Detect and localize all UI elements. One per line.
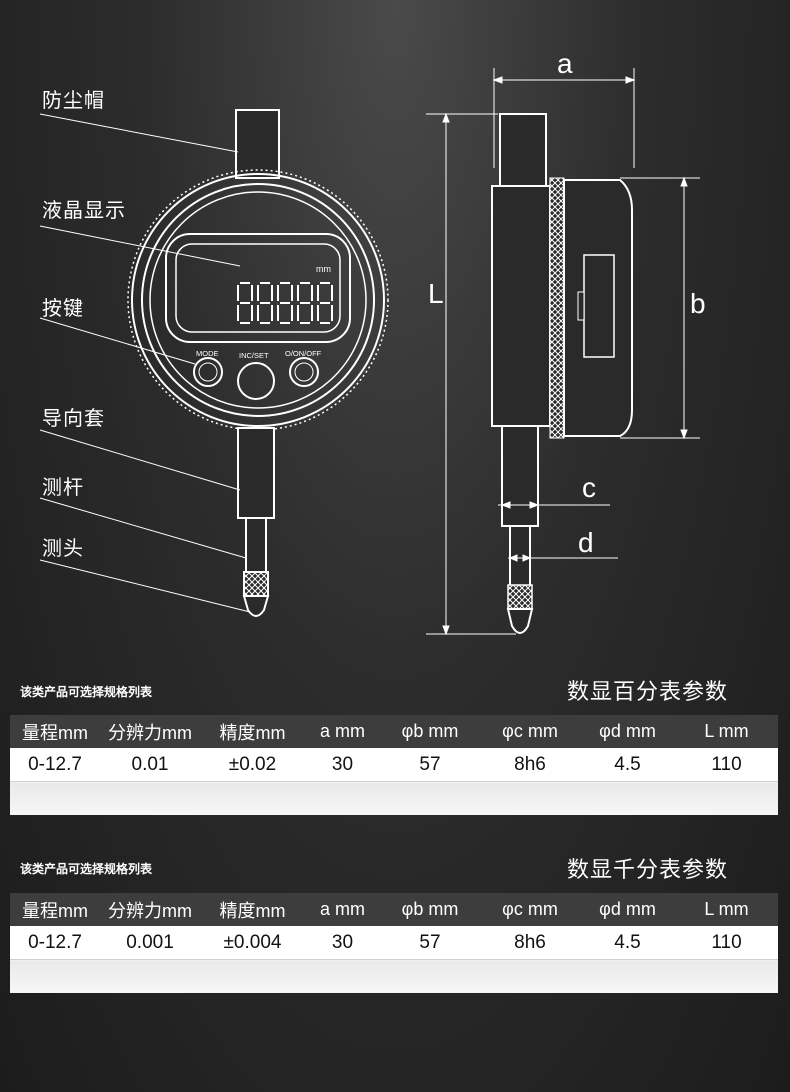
knurled-bezel: [127, 169, 389, 431]
inc-set-button-label: INC/SET: [239, 351, 269, 360]
contact-point-label: 测头: [42, 536, 84, 560]
header-range: 量程mm: [10, 893, 100, 926]
contact-point-knurl: [243, 571, 269, 597]
cell-resolution: 0.001: [100, 926, 200, 960]
spec-title-2: 数显千分表参数: [566, 858, 728, 883]
side-view: [491, 113, 633, 634]
table-row: 0-12.7 0.01 ±0.02 30 57 8h6 4.5 110: [10, 748, 778, 782]
front-view: [127, 109, 389, 617]
header-L: L mm: [675, 893, 778, 926]
empty-cell: [10, 959, 778, 993]
header-c: φc mm: [480, 715, 580, 748]
side-guide-sleeve: [501, 425, 539, 527]
on-off-button-shape: [289, 357, 319, 387]
cell-accuracy: ±0.004: [200, 926, 305, 960]
table-empty-row: [10, 781, 778, 815]
side-body: [491, 185, 551, 427]
dimension-d-label: d: [578, 527, 594, 558]
header-a: a mm: [305, 715, 380, 748]
cell-b: 57: [380, 748, 480, 782]
cell-range: 0-12.7: [10, 748, 100, 782]
cell-b: 57: [380, 926, 480, 960]
spec-title-1: 数显百分表参数: [566, 680, 728, 705]
lcd-unit: mm: [316, 264, 331, 274]
spec-table-2: 量程mm 分辨力mm 精度mm a mm φb mm φc mm φd mm L…: [10, 893, 778, 993]
header-d: φd mm: [580, 893, 675, 926]
mode-button-shape: [193, 357, 223, 387]
cell-accuracy: ±0.02: [200, 748, 305, 782]
guide-sleeve-shape: [237, 427, 275, 519]
cell-a: 30: [305, 748, 380, 782]
mode-button-label: MODE: [196, 349, 219, 358]
side-dust-cap: [499, 113, 547, 187]
cell-resolution: 0.01: [100, 748, 200, 782]
contact-point-tip: [242, 595, 270, 617]
header-b: φb mm: [380, 715, 480, 748]
cell-range: 0-12.7: [10, 926, 100, 960]
table-header-row: 量程mm 分辨力mm 精度mm a mm φb mm φc mm φd mm L…: [10, 893, 778, 926]
empty-cell: [10, 781, 778, 815]
dimension-a-label: a: [557, 48, 573, 79]
cell-c: 8h6: [480, 748, 580, 782]
table-header-row: 量程mm 分辨力mm 精度mm a mm φb mm φc mm φd mm L…: [10, 715, 778, 748]
dimension-c-label: c: [582, 472, 596, 503]
side-knurl: [549, 177, 565, 439]
header-d: φd mm: [580, 715, 675, 748]
table-row: 0-12.7 0.001 ±0.004 30 57 8h6 4.5 110: [10, 926, 778, 960]
lcd-digits: [237, 282, 333, 324]
spec-table-1: 量程mm 分辨力mm 精度mm a mm φb mm φc mm φd mm L…: [10, 715, 778, 815]
spindle-shape: [245, 517, 267, 574]
side-battery-cover: [583, 254, 615, 358]
table-empty-row: [10, 959, 778, 993]
header-b: φb mm: [380, 893, 480, 926]
buttons-label: 按键: [42, 296, 84, 320]
cell-d: 4.5: [580, 748, 675, 782]
lcd-label: 液晶显示: [42, 198, 126, 222]
dust-cap-label: 防尘帽: [42, 88, 105, 112]
side-contact-knurl: [507, 584, 533, 610]
leader-lines: [39, 113, 251, 613]
header-range: 量程mm: [10, 715, 100, 748]
dimension-b-label: b: [690, 288, 706, 319]
guide-sleeve-label: 导向套: [42, 406, 105, 430]
dimension-L-label: L: [428, 278, 444, 309]
header-accuracy: 精度mm: [200, 893, 305, 926]
dust-cap-shape: [235, 109, 280, 179]
spindle-label: 测杆: [42, 475, 84, 499]
header-resolution: 分辨力mm: [100, 893, 200, 926]
header-resolution: 分辨力mm: [100, 715, 200, 748]
lcd-window: [165, 233, 351, 343]
dial-indicator-diagram: mm MODE INC/SET O/ON/OFF: [39, 68, 700, 636]
cell-a: 30: [305, 926, 380, 960]
side-spindle: [509, 525, 531, 587]
inc-set-button-shape: [237, 362, 275, 400]
cell-d: 4.5: [580, 926, 675, 960]
header-a: a mm: [305, 893, 380, 926]
spec-list-note-2: 该类产品可选择规格列表: [20, 862, 153, 876]
header-L: L mm: [675, 715, 778, 748]
cell-c: 8h6: [480, 926, 580, 960]
header-c: φc mm: [480, 893, 580, 926]
side-contact-tip: [506, 608, 534, 634]
on-off-button-label: O/ON/OFF: [285, 349, 322, 358]
cell-L: 110: [675, 748, 778, 782]
cell-L: 110: [675, 926, 778, 960]
dimension-lines: [426, 68, 700, 636]
spec-list-note-1: 该类产品可选择规格列表: [20, 685, 153, 699]
header-accuracy: 精度mm: [200, 715, 305, 748]
